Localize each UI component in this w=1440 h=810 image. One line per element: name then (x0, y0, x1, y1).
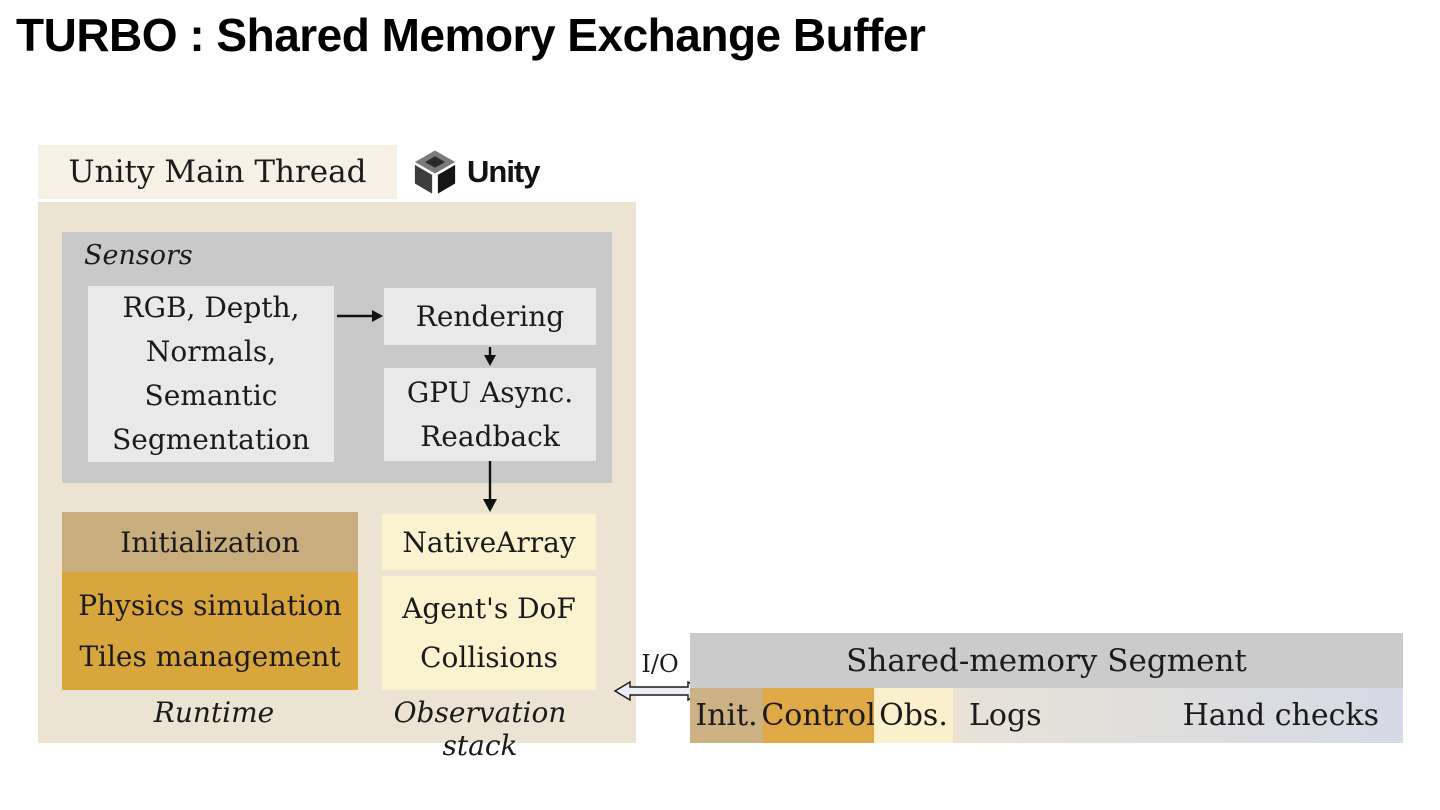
segment-control-label: Control (761, 698, 876, 733)
gpu-readback-line: Readback (420, 419, 560, 453)
sensor-sources-line: RGB, Depth, (122, 291, 300, 324)
segment-control: Control (761, 688, 876, 743)
sensor-sources-line: Segmentation (112, 423, 310, 456)
unity-logo-wordmark: Unity (467, 154, 540, 189)
unity-main-thread-header: Unity Main Thread (38, 145, 397, 199)
nativearray-box: NativeArray (382, 514, 596, 570)
sensors-label: Sensors (84, 240, 193, 271)
unity-cube-icon (414, 150, 456, 194)
sensor-sources-line: Semantic (144, 379, 278, 412)
gpu-readback-line: GPU Async. (406, 375, 574, 409)
segment-logs-handchecks: Logs Hand checks (953, 688, 1403, 743)
segment-logs-label: Logs (969, 698, 1042, 733)
shared-memory-box: Shared-memory Segment Init. Control Obs.… (690, 633, 1403, 743)
collisions-label: Collisions (420, 641, 558, 674)
io-label: I/O (641, 650, 679, 678)
tiles-management-label: Tiles management (79, 639, 341, 673)
observation-stack-box: Agent's DoF Collisions (382, 576, 596, 690)
arrow-rendering-to-gpu (484, 347, 496, 366)
physics-simulation-label: Physics simulation (78, 589, 342, 623)
segment-init: Init. (690, 688, 763, 743)
runtime-label: Runtime (153, 696, 275, 729)
page-title: TURBO : Shared Memory Exchange Buffer (16, 9, 926, 61)
arrow-sources-to-rendering (337, 310, 383, 322)
initialization-label: Initialization (120, 525, 300, 559)
initialization-box: Initialization (62, 512, 358, 572)
sensor-sources-line: Normals, (145, 335, 277, 368)
nativearray-label: NativeArray (402, 525, 576, 559)
sensors-group-box: Sensors RGB, Depth, Normals, Semantic Se… (62, 232, 612, 483)
shared-memory-header: Shared-memory Segment (690, 633, 1403, 688)
rendering-box: Rendering (384, 288, 596, 345)
gpu-async-readback-box: GPU Async. Readback (384, 368, 596, 461)
unity-main-thread-box: Sensors RGB, Depth, Normals, Semantic Se… (38, 202, 636, 762)
agent-dof-label: Agent's DoF (402, 592, 576, 625)
shared-memory-segments-row: Init. Control Obs. Logs Hand checks (690, 688, 1403, 743)
runtime-tasks-box: Physics simulation Tiles management (62, 572, 358, 690)
unity-main-thread-label: Unity Main Thread (68, 154, 367, 190)
segment-init-label: Init. (695, 698, 758, 733)
segment-obs: Obs. (874, 688, 953, 743)
rendering-label: Rendering (415, 299, 565, 333)
arrow-gpu-to-nativearray (483, 461, 497, 512)
unity-logo: Unity (412, 148, 540, 196)
segment-handchecks-label: Hand checks (1182, 698, 1379, 733)
sensor-sources-box: RGB, Depth, Normals, Semantic Segmentati… (88, 286, 334, 462)
observation-stack-label: Observation stack (393, 696, 567, 762)
segment-obs-label: Obs. (879, 698, 948, 733)
shared-memory-title: Shared-memory Segment (846, 642, 1247, 679)
